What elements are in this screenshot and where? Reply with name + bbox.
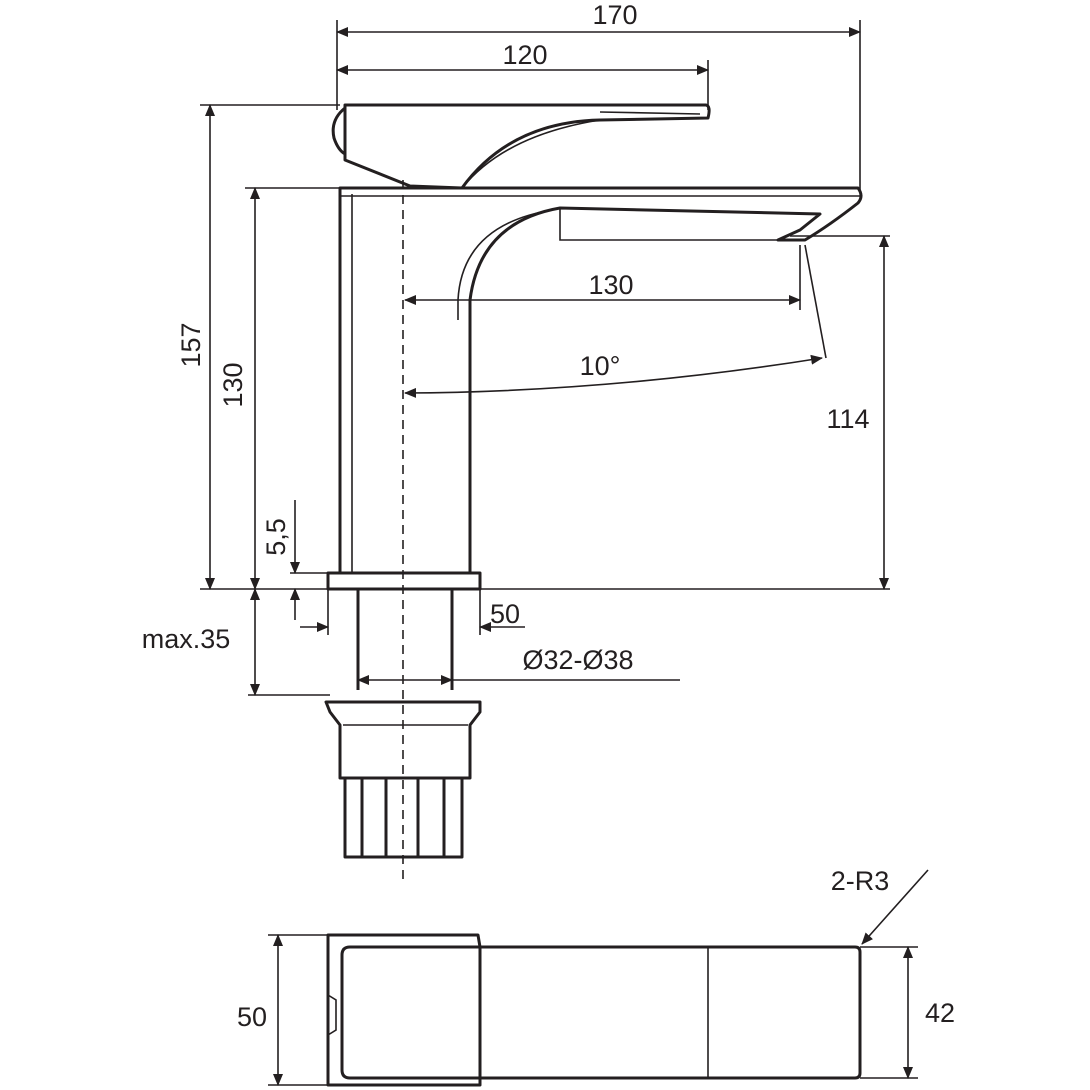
- dim-label-157: 157: [176, 322, 206, 367]
- faucet-front-view: [324, 103, 863, 880]
- dim-label-5-5: 5,5: [261, 518, 291, 556]
- dim-label-120: 120: [502, 40, 547, 70]
- dim-label-max35: max.35: [142, 624, 231, 654]
- dim-label-plan-50: 50: [237, 1002, 267, 1032]
- dim-label-hole-diameter: Ø32-Ø38: [522, 645, 633, 675]
- angle-extension-line: [804, 244, 827, 359]
- dim-label-plan-42: 42: [925, 998, 955, 1028]
- plan-lever-outline: [326, 933, 482, 1087]
- leader-corner-radius: [861, 869, 929, 945]
- dim-label-130-vertical: 130: [218, 362, 248, 407]
- plan-body-outline: [340, 945, 862, 1080]
- dim-label-170: 170: [592, 0, 637, 30]
- spout-and-column: [338, 186, 863, 575]
- lever-handle: [343, 103, 711, 190]
- mounting-nut: [324, 700, 482, 780]
- dim-label-130-horizontal: 130: [588, 270, 633, 300]
- spout-curve-inner: [457, 209, 553, 320]
- dim-label-114: 114: [826, 404, 869, 434]
- spout-inner-line: [339, 188, 860, 573]
- front-view-dimensions: 170 120 157 130 130 10° 114 5,5: [142, 0, 890, 696]
- dim-arc-10-degree: [404, 354, 823, 398]
- plan-lever-notch: [327, 994, 337, 1036]
- lever-underside: [461, 111, 701, 189]
- lever-end-cap: [331, 106, 346, 156]
- faucet-plan-view: [326, 933, 862, 1087]
- mounting-shank: [356, 589, 454, 690]
- dim-label-10-degree: 10°: [580, 351, 621, 381]
- plan-view-dimensions: 50 42 2-R3: [237, 866, 955, 1086]
- dim-label-corner-radius: 2-R3: [831, 866, 890, 896]
- dim-label-50-base: 50: [490, 599, 520, 629]
- base-ring: [326, 571, 482, 591]
